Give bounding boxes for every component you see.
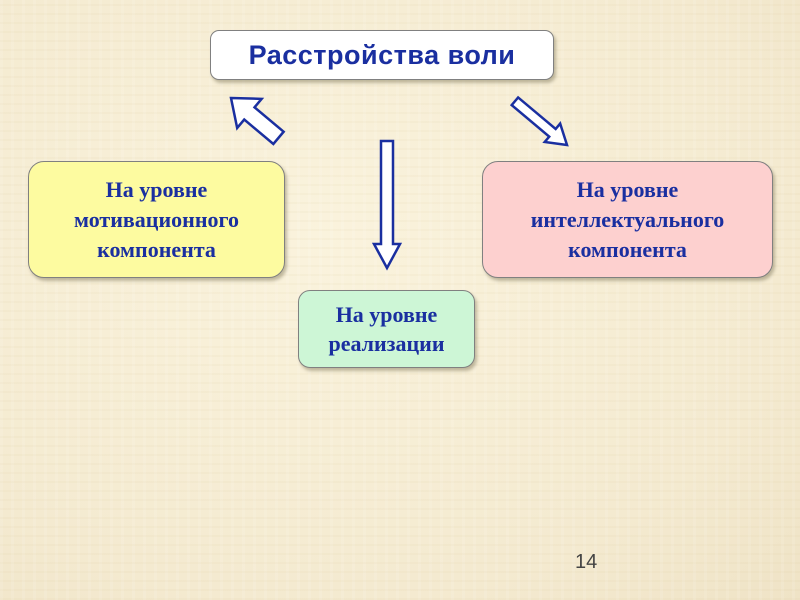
intellectual-component-text: На уровне интеллектуального компонента [530, 176, 725, 262]
motivational-component-text: На уровне мотивационного компонента [74, 176, 239, 262]
realization-text: На уровне реализации [328, 302, 445, 356]
motivational-component-box: На уровне мотивационного компонента [28, 161, 285, 278]
intellectual-component-box: На уровне интеллектуального компонента [482, 161, 773, 278]
arrow-to-intellectual [509, 95, 569, 147]
arrow-to-realization [371, 139, 403, 271]
arrow-to-motivational [229, 96, 286, 146]
title-box: Расстройства воли [210, 30, 554, 80]
page-number: 14 [575, 551, 598, 573]
realization-box: На уровне реализации [298, 290, 475, 368]
title-text: Расстройства воли [248, 39, 516, 70]
